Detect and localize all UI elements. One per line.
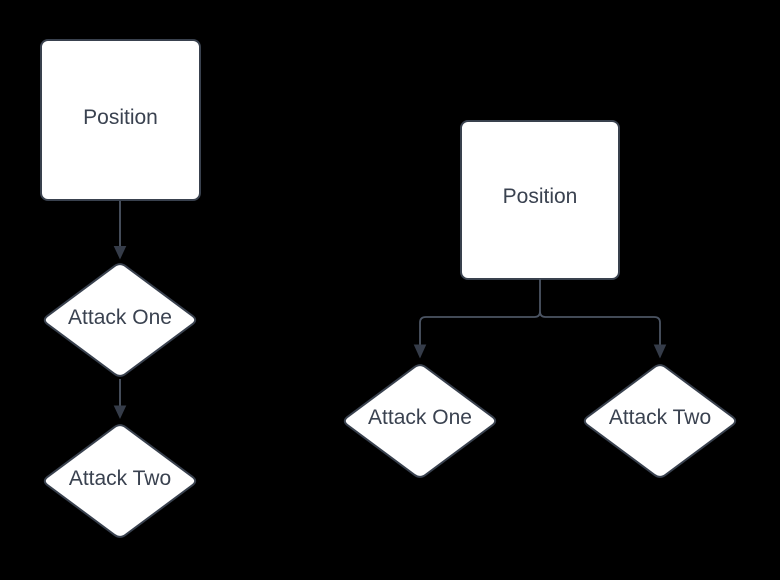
node-attack-one-left[interactable]: Attack One — [43, 263, 197, 377]
node-position-right[interactable]: Position — [460, 120, 620, 280]
left-flow: Position Attack One Attack Two — [40, 39, 201, 538]
node-attack-two-left-shape[interactable] — [43, 424, 197, 538]
edge-right-left-branch-arrowhead[interactable] — [413, 344, 427, 359]
node-attack-two-right-label: Attack Two — [609, 406, 711, 429]
edge-right-right-branch-arrowhead[interactable] — [653, 344, 667, 359]
edge-left-2-arrowhead[interactable] — [113, 405, 127, 420]
node-attack-two-right-shape[interactable] — [583, 364, 737, 478]
node-attack-one-right-shape[interactable] — [343, 364, 497, 478]
node-position-left-label: Position — [83, 106, 158, 129]
node-attack-one-right-label: Attack One — [368, 406, 472, 429]
edge-right-left-branch-line[interactable] — [419, 279, 541, 345]
node-attack-two-right[interactable]: Attack Two — [583, 364, 737, 478]
node-position-left-shape[interactable] — [40, 39, 201, 201]
node-position-right-label: Position — [503, 185, 578, 208]
edge-right-position-to-attack-one[interactable] — [413, 279, 541, 359]
node-attack-one-right[interactable]: Attack One — [343, 364, 497, 478]
edge-left-position-to-attack-one[interactable] — [113, 201, 127, 260]
edge-left-attack-one-to-attack-two[interactable] — [113, 379, 127, 420]
right-flow: Position Attack One Attack Two — [343, 120, 737, 478]
node-attack-two-left-label: Attack Two — [69, 467, 171, 490]
edge-left-1-arrowhead[interactable] — [113, 246, 127, 260]
edge-right-position-to-attack-two[interactable] — [539, 311, 667, 359]
edge-right-right-branch-line[interactable] — [539, 311, 661, 346]
node-position-left[interactable]: Position — [40, 39, 201, 201]
node-attack-two-left[interactable]: Attack Two — [43, 424, 197, 538]
node-attack-one-left-shape[interactable] — [43, 263, 197, 377]
node-attack-one-left-label: Attack One — [68, 306, 172, 329]
